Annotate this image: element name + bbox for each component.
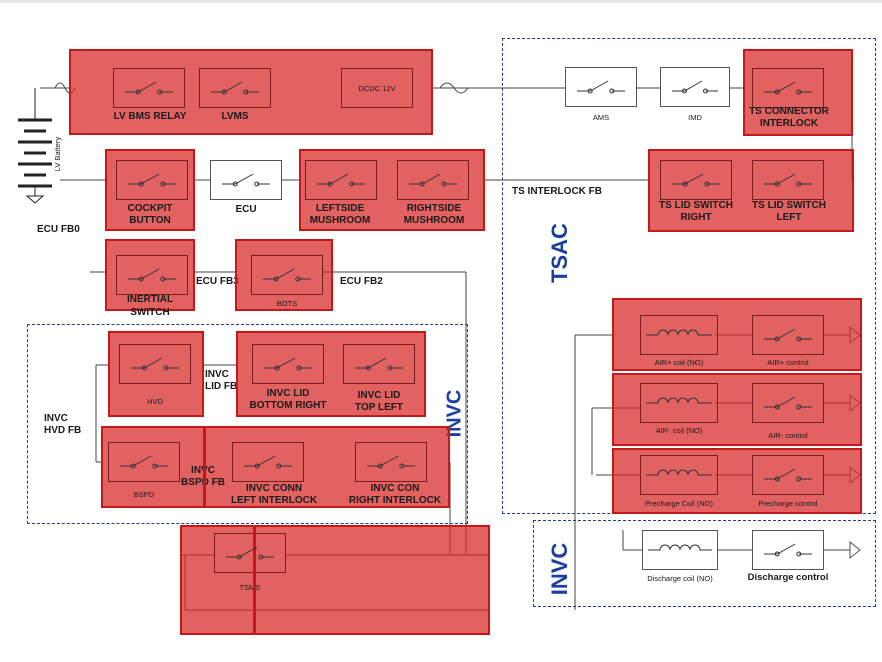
lv-bms-relay-label: LV BMS RELAY xyxy=(113,111,187,122)
ts-lid-switch-left-label-1: TS LID SWITCH xyxy=(752,200,826,211)
cockpit-button-label-2: BUTTON xyxy=(129,215,171,226)
bspd-divider xyxy=(203,426,206,508)
leftside-mushroom-switch xyxy=(305,160,377,200)
ts-connector-interlock-label-1: TS CONNECTOR xyxy=(749,106,829,117)
cockpit-button-block xyxy=(105,149,195,231)
ecu-fb3-label: ECU FB3 xyxy=(196,276,239,287)
ts-lid-switch-left-switch xyxy=(752,160,824,200)
dcdc-label: DCDC 12V xyxy=(358,84,396,93)
air-plus-coil-symbol xyxy=(640,315,718,355)
precharge-control-switch xyxy=(752,455,824,495)
bots-switch xyxy=(251,255,323,295)
air-plus-coil-label: AIR+ coil (NO) xyxy=(654,358,704,367)
lvms-switch xyxy=(199,68,271,108)
dcdc-converter xyxy=(341,68,413,108)
leftside-mushroom-label-2: MUSHROOM xyxy=(309,215,371,226)
invc-region-bottom xyxy=(533,520,876,607)
hvd-switch xyxy=(119,344,191,384)
air-minus-control-label: AIR- control xyxy=(768,431,808,440)
ecu-fb0-label: ECU FB0 xyxy=(37,224,80,235)
air-minus-block xyxy=(612,373,862,446)
rightside-mushroom-switch xyxy=(397,160,469,200)
invc-conn-left-switch xyxy=(232,442,304,482)
air-minus-coil-label: AIR- coil (NO) xyxy=(655,426,703,435)
inertial-switch-symbol xyxy=(116,255,188,295)
invc-conn-left-label-2: LEFT INTERLOCK xyxy=(230,495,318,506)
imd-label: IMD xyxy=(688,113,702,122)
air-plus-control-switch xyxy=(752,315,824,355)
invc-con-right-label-2: RIGHT INTERLOCK xyxy=(348,495,442,506)
invc-lid-bottom-right-label-2: BOTTOM RIGHT xyxy=(249,400,327,411)
ts-lid-switch-right-label-2: RIGHT xyxy=(680,212,712,223)
leftside-mushroom-label-1: LEFTSIDE xyxy=(315,203,365,214)
ts-lid-switch-left-label-2: LEFT xyxy=(776,212,802,223)
bspd-label: BSPD xyxy=(133,490,155,499)
discharge-coil-label: Discharge coil (NO) xyxy=(647,574,713,583)
ecu-fb2-label: ECU FB2 xyxy=(340,276,383,287)
ts-connector-interlock-label-2: INTERLOCK xyxy=(759,118,819,129)
invc-hvd-fb-label-2: HVD FB xyxy=(44,425,82,436)
cockpit-button-label-1: COCKPIT xyxy=(127,203,173,214)
precharge-control-label: Precharge control xyxy=(758,499,818,508)
invc-lid-bottom-right-switch xyxy=(252,344,324,384)
rightside-mushroom-label-1: RIGHTSIDE xyxy=(406,203,462,214)
ts-lid-switch-right-switch xyxy=(660,160,732,200)
inertial-switch-label-1: INERTIAL xyxy=(126,294,174,305)
precharge-coil-symbol xyxy=(640,455,718,495)
ecu-switch xyxy=(210,160,282,200)
precharge-block xyxy=(612,448,862,514)
ecu-label: ECU xyxy=(235,204,257,215)
air-plus-control-label: AIR+ control xyxy=(767,358,809,367)
hvd-label: HVD xyxy=(147,397,163,406)
ts-lid-switch-block xyxy=(648,149,854,232)
invc-lid-bottom-right-label-1: INVC LID xyxy=(266,388,310,399)
invc-hvd-fb-label-1: INVC xyxy=(44,413,68,424)
invc-conn-interlock-block xyxy=(203,426,450,508)
invc-lid-fb-label-2: LID FB xyxy=(205,381,238,392)
invc-region-left xyxy=(27,324,468,524)
discharge-control-switch xyxy=(752,530,824,570)
invc-con-right-label-1: INVC CON xyxy=(370,483,420,494)
invc-lid-top-left-label-1: INVC LID xyxy=(357,390,401,401)
tsms-block xyxy=(180,525,490,635)
tsms-label: TSMS xyxy=(239,583,261,592)
tsms-switch xyxy=(214,533,286,573)
ams-label: AMS xyxy=(592,113,610,122)
hvd-block xyxy=(108,331,204,417)
discharge-control-label: Discharge control xyxy=(747,572,829,583)
ts-connector-interlock-block xyxy=(743,49,853,136)
precharge-coil-label: Precharge Coil (NO) xyxy=(645,499,713,508)
cockpit-button-switch xyxy=(116,160,188,200)
air-minus-coil-symbol xyxy=(640,383,718,423)
invc-lid-fb-label-1: INVC xyxy=(205,369,229,380)
ts-interlock-fb-label: TS INTERLOCK FB xyxy=(512,186,602,197)
invc-conn-left-label-1: INVC CONN xyxy=(245,483,303,494)
top-border xyxy=(0,0,882,3)
mushroom-block xyxy=(299,149,485,231)
bspd-switch xyxy=(108,442,180,482)
bots-label: BOTS xyxy=(276,299,298,308)
lvms-label: LVMS xyxy=(221,111,249,122)
ts-connector-interlock-switch xyxy=(752,68,824,108)
rightside-mushroom-label-2: MUSHROOM xyxy=(403,215,465,226)
tsms-divider xyxy=(253,525,256,635)
imd-switch xyxy=(660,67,730,107)
invc-lid-top-left-label-2: TOP LEFT xyxy=(355,402,403,413)
inertial-switch-block xyxy=(105,239,195,311)
inertial-switch-label-2: SWITCH xyxy=(130,307,170,318)
lv-bms-relay-switch xyxy=(113,68,185,108)
ams-switch xyxy=(565,67,637,107)
invc-lid-block xyxy=(236,331,426,417)
ts-lid-switch-right-label-1: TS LID SWITCH xyxy=(659,200,733,211)
invc-con-right-switch xyxy=(355,442,427,482)
air-minus-control-switch xyxy=(752,383,824,423)
invc-lid-top-left-switch xyxy=(343,344,415,384)
